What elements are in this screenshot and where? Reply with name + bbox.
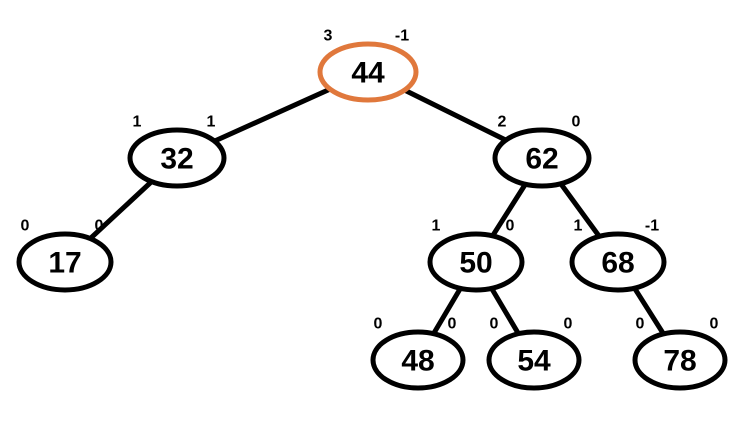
node-right-label: -1	[395, 28, 409, 45]
tree-node-68: 68 1 -1	[569, 218, 667, 293]
node-left-label: 3	[324, 28, 333, 45]
tree-node-50: 50 1 0	[427, 218, 525, 293]
node-ellipse	[370, 329, 466, 391]
node-ellipse	[427, 231, 525, 293]
node-ellipse	[127, 127, 227, 189]
node-key: 62	[525, 143, 558, 176]
node-key: 48	[401, 345, 434, 378]
node-right-label: 0	[448, 316, 457, 333]
node-right-label: 0	[506, 218, 515, 235]
tree-node-48: 48 0 0	[370, 316, 466, 391]
node-left-label: 0	[21, 218, 30, 235]
node-right-label: -1	[645, 218, 659, 235]
node-right-label: 1	[207, 114, 216, 131]
node-ellipse	[486, 329, 582, 391]
node-right-label: 0	[95, 218, 104, 235]
node-left-label: 2	[498, 114, 507, 131]
node-key: 54	[517, 345, 551, 378]
tree-edges	[62, 69, 683, 363]
node-left-label: 1	[432, 218, 441, 235]
node-ellipse	[569, 231, 667, 293]
node-left-label: 0	[374, 316, 383, 333]
node-right-label: 0	[564, 316, 573, 333]
tree-node-54: 54 0 0	[486, 316, 582, 391]
tree-node-78: 78 0 0	[632, 316, 728, 391]
node-right-label: 0	[572, 114, 581, 131]
node-ellipse	[632, 329, 728, 391]
node-key: 68	[601, 247, 634, 280]
node-left-label: 0	[636, 316, 645, 333]
tree-node-62: 62 2 0	[492, 114, 592, 189]
node-right-label: 0	[710, 316, 719, 333]
node-ellipse	[492, 127, 592, 189]
node-left-label: 1	[574, 218, 583, 235]
node-key: 32	[160, 143, 193, 176]
node-left-label: 0	[490, 316, 499, 333]
node-key: 44	[351, 57, 385, 90]
tree-node-44: 44 3 -1	[317, 28, 419, 103]
node-left-label: 1	[133, 114, 142, 131]
node-ellipse	[16, 231, 114, 293]
node-ellipse-highlighted	[317, 41, 419, 103]
node-key: 78	[663, 345, 696, 378]
tree-node-32: 32 1 1	[127, 114, 227, 189]
node-key: 17	[48, 247, 81, 280]
node-key: 50	[459, 247, 492, 280]
